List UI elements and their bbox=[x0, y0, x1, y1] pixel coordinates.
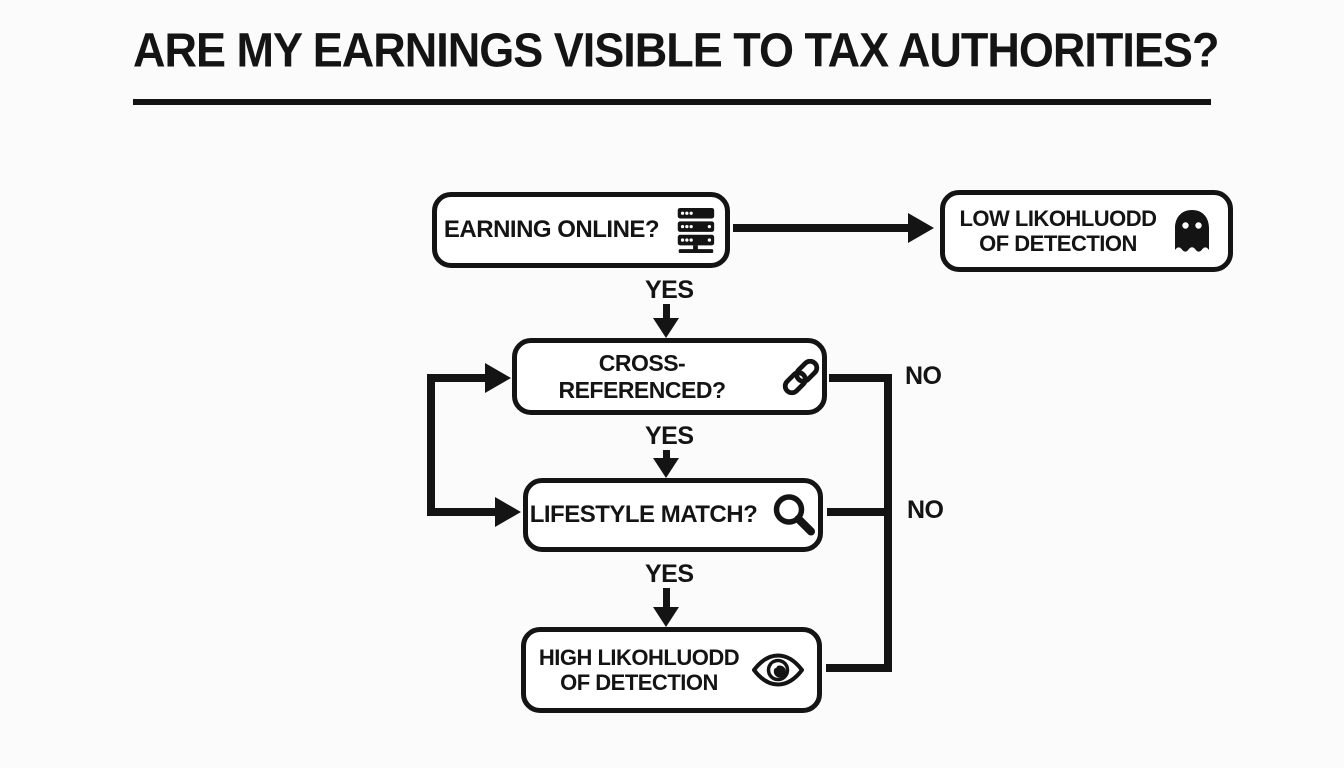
node-label-line2: OF DETECTION bbox=[979, 231, 1137, 256]
edge-earning-to-low bbox=[733, 224, 910, 232]
edge-lifestyle-no-horizontal bbox=[827, 508, 892, 516]
arrowhead-down-icon bbox=[653, 318, 679, 338]
arrowhead-right-icon bbox=[908, 213, 934, 243]
node-label-line1: HIGH LIKOHLUODD bbox=[538, 644, 740, 670]
edge-cross-no-horizontal bbox=[829, 374, 892, 382]
server-icon bbox=[677, 207, 715, 253]
node-label: HIGH LIKOHLUODD OF DETECTION bbox=[538, 644, 740, 695]
title-underline bbox=[133, 99, 1211, 105]
page-title: ARE MY EARNINGS VISIBLE TO TAX AUTHORITI… bbox=[133, 22, 1219, 78]
edge-label-yes-1: YES bbox=[645, 276, 694, 304]
node-cross-referenced: CROSS-REFERENCED? bbox=[512, 338, 827, 415]
edge-label-yes-3: YES bbox=[645, 560, 694, 588]
link-icon bbox=[782, 358, 820, 395]
arrowhead-down-icon bbox=[653, 607, 679, 627]
arrowhead-down-icon bbox=[653, 458, 679, 478]
edge-yes-1 bbox=[663, 304, 670, 320]
edge-label-yes-2: YES bbox=[645, 422, 694, 450]
node-label: LIFESTYLE MATCH? bbox=[529, 501, 758, 529]
ghost-icon bbox=[1174, 210, 1209, 252]
node-earning-online: EARNING ONLINE? bbox=[432, 192, 730, 268]
right-rail-vertical bbox=[884, 374, 892, 672]
right-rail-bottom-horizontal bbox=[826, 664, 892, 672]
edge-yes-3 bbox=[663, 588, 670, 609]
edge-label-no-1: NO bbox=[905, 362, 942, 390]
node-lifestyle-match: LIFESTYLE MATCH? bbox=[523, 478, 823, 552]
left-rail-bottom-horizontal bbox=[427, 508, 495, 516]
left-rail-vertical bbox=[427, 374, 435, 516]
arrowhead-right-icon bbox=[485, 363, 511, 393]
node-label: LOW LIKOHLUODD OF DETECTION bbox=[959, 205, 1157, 256]
eye-icon bbox=[752, 653, 805, 687]
edge-yes-2 bbox=[663, 450, 670, 460]
magnifier-icon bbox=[774, 494, 816, 536]
node-label-line2: OF DETECTION bbox=[560, 670, 718, 695]
arrowhead-right-icon bbox=[495, 497, 521, 527]
left-rail-top-horizontal bbox=[427, 374, 485, 382]
node-label: CROSS-REFERENCED? bbox=[558, 350, 726, 403]
node-label-line1: LOW LIKOHLUODD bbox=[959, 205, 1157, 231]
node-label: EARNING ONLINE? bbox=[443, 216, 660, 244]
node-high-likelihood: HIGH LIKOHLUODD OF DETECTION bbox=[521, 627, 822, 713]
edge-label-no-2: NO bbox=[907, 496, 944, 524]
node-low-likelihood: LOW LIKOHLUODD OF DETECTION bbox=[940, 190, 1233, 272]
